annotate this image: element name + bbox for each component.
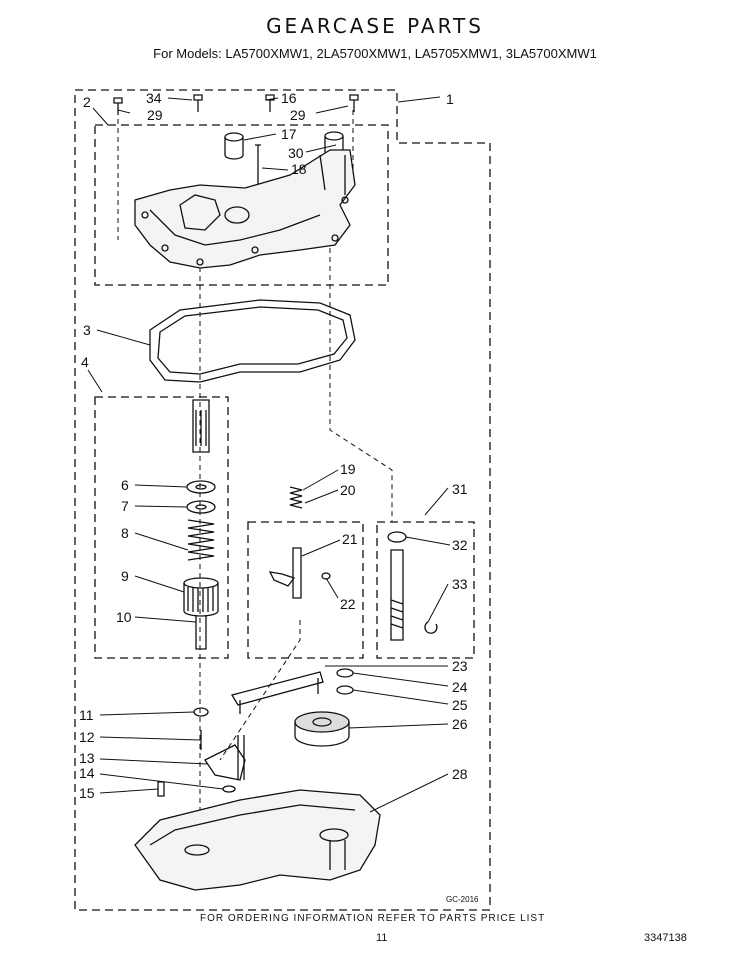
callout-6: 6: [121, 477, 129, 493]
washer-6: [186, 480, 216, 494]
drive-gear-26: [294, 711, 350, 747]
shifter-group-box: [247, 521, 364, 659]
washer-24: [336, 668, 354, 678]
callout-8: 8: [121, 525, 129, 541]
page-title: GEARCASE PARTS: [266, 14, 484, 38]
callout-2: 2: [83, 94, 91, 110]
models-subtitle: For Models: LA5700XMW1, 2LA5700XMW1, LA5…: [153, 46, 597, 61]
connecting-arm-23: [230, 671, 324, 714]
callout-28: 28: [452, 766, 468, 782]
pin-15: [157, 781, 165, 797]
callout-33: 33: [452, 576, 468, 592]
callout-18: 18: [291, 161, 307, 177]
document-number: 3347138: [644, 932, 687, 944]
callout-14: 14: [79, 765, 95, 781]
gasket-inner: [157, 306, 348, 375]
base-details: [149, 804, 356, 870]
callout-24: 24: [452, 679, 468, 695]
gear-9: [183, 577, 219, 617]
callout-15: 15: [79, 785, 95, 801]
figure-code: GC-2016: [446, 895, 479, 904]
callout-32: 32: [452, 537, 468, 553]
callout-23: 23: [452, 658, 468, 674]
callout-1: 1: [446, 91, 454, 107]
shaft-10: [195, 615, 207, 650]
gasket: [149, 299, 356, 383]
pin-18: [255, 144, 261, 190]
callout-12: 12: [79, 729, 95, 745]
cover-group-box: [94, 124, 389, 286]
leader-lines: [87, 96, 451, 813]
callout-29-left: 29: [147, 107, 163, 123]
washer-7: [186, 500, 216, 514]
callout-21: 21: [342, 531, 358, 547]
callout-29-right: 29: [290, 107, 306, 123]
spring-19: [289, 486, 303, 509]
assembly-boundary: [74, 89, 491, 911]
callout-20: 20: [340, 482, 356, 498]
pinion-group-box: [376, 521, 475, 659]
washer-11: [193, 707, 209, 717]
callout-13: 13: [79, 750, 95, 766]
callout-10: 10: [116, 609, 132, 625]
cover-screws: [113, 94, 359, 115]
washer-32: [387, 531, 407, 543]
spline-shaft: [192, 399, 210, 453]
gearcase-base: [134, 789, 381, 891]
washer-14: [222, 785, 236, 793]
clip-22: [321, 572, 331, 580]
agitate-group-box: [94, 396, 229, 659]
ordering-footer-note: FOR ORDERING INFORMATION REFER TO PARTS …: [200, 913, 546, 924]
callout-25: 25: [452, 697, 468, 713]
callout-26: 26: [452, 716, 468, 732]
callout-11: 11: [79, 707, 94, 723]
callout-7: 7: [121, 498, 129, 514]
bushing-17: [224, 132, 244, 160]
callout-16: 16: [281, 90, 297, 106]
callout-3: 3: [83, 322, 91, 338]
shifter-21: [268, 547, 302, 599]
page-number: 11: [376, 932, 388, 944]
callout-31: 31: [452, 481, 468, 497]
cover-details: [149, 154, 346, 246]
callout-4: 4: [81, 354, 89, 370]
callout-9: 9: [121, 568, 129, 584]
callout-34: 34: [146, 90, 162, 106]
ring-33: [424, 621, 438, 634]
callout-22: 22: [340, 596, 356, 612]
washer-25: [336, 685, 354, 695]
spring-8: [187, 519, 215, 561]
callout-17: 17: [281, 126, 297, 142]
shift-lever-13: [204, 735, 246, 781]
callout-19: 19: [340, 461, 356, 477]
alignment-lines: [117, 110, 393, 880]
callout-30: 30: [288, 145, 304, 161]
cover-bolt-holes: [141, 196, 349, 266]
pinion-shaft: [390, 549, 404, 641]
